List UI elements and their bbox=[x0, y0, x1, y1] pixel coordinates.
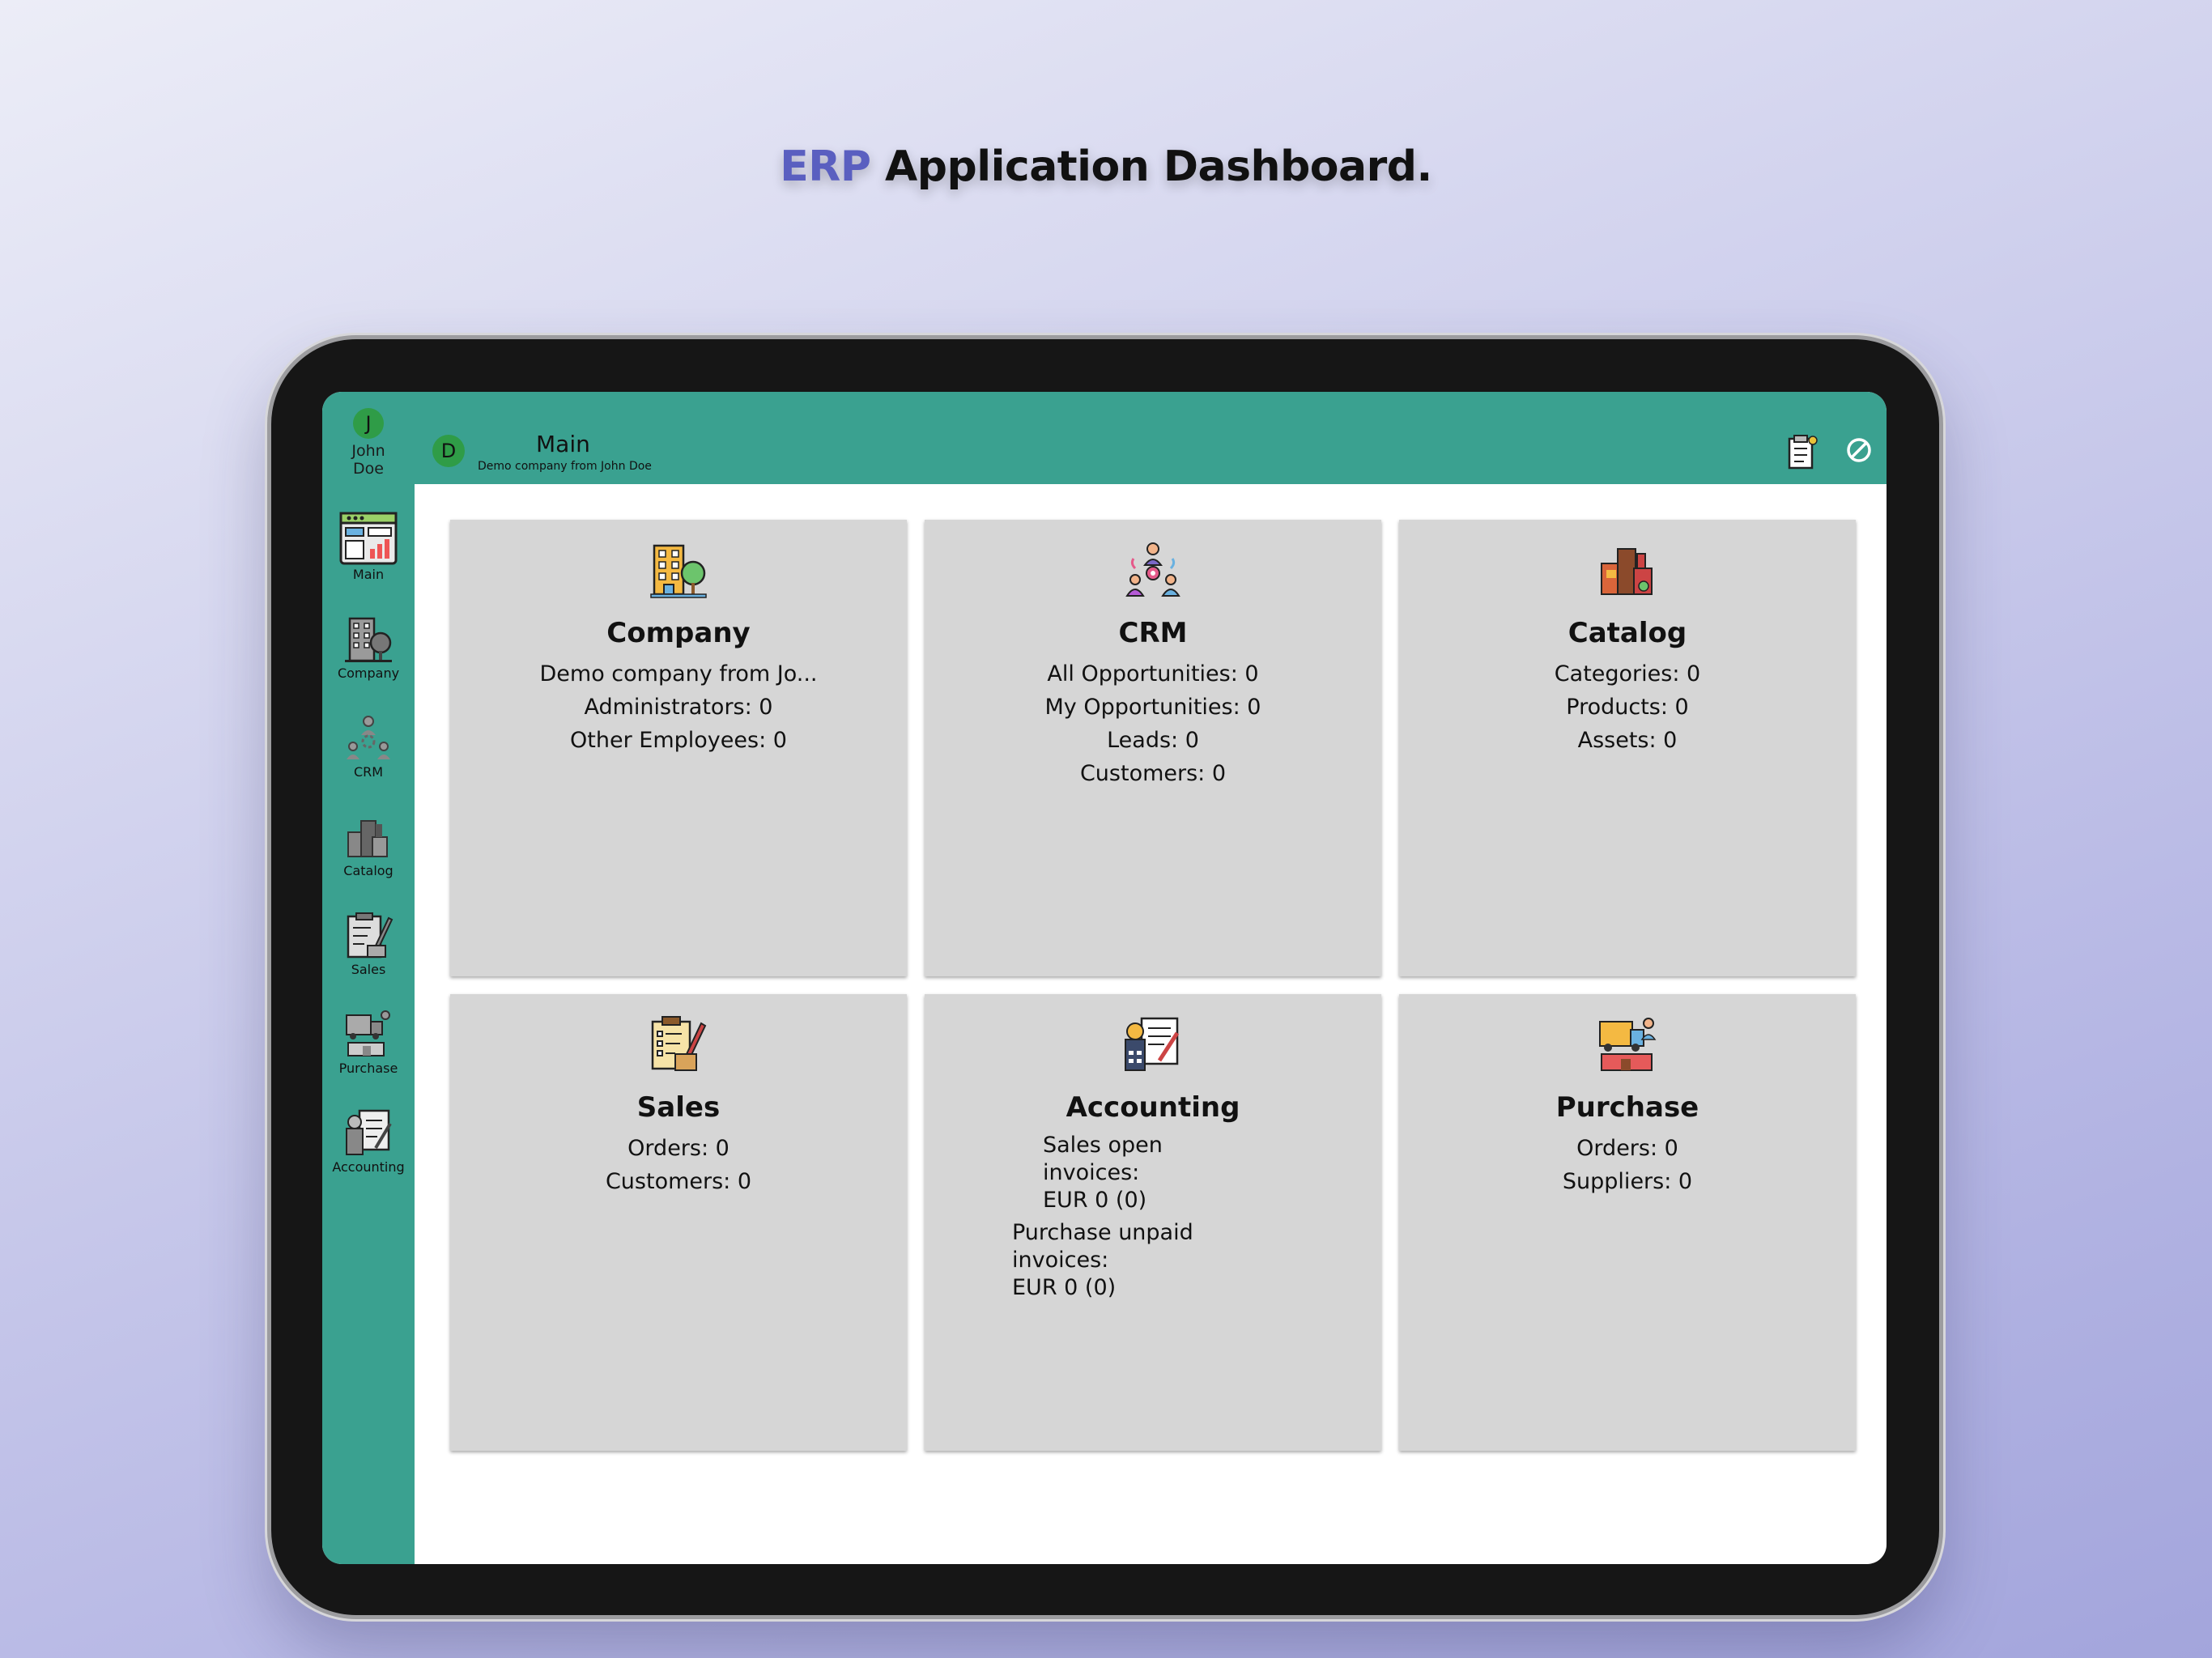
sidebar-item-label: CRM bbox=[353, 764, 384, 780]
card-sales[interactable]: Sales Orders: 0 Customers: 0 bbox=[450, 994, 907, 1451]
company-building-icon bbox=[345, 617, 392, 662]
app-screen: J John Doe Main bbox=[322, 392, 1887, 1564]
suppliers-count: Suppliers: 0 bbox=[1562, 1169, 1693, 1194]
card-company[interactable]: Company Demo company from Jo... Administ… bbox=[450, 520, 907, 976]
card-content: Orders: 0 Customers: 0 bbox=[450, 1132, 907, 1198]
assets-count: Assets: 0 bbox=[1577, 728, 1678, 753]
card-title: CRM bbox=[1118, 617, 1188, 649]
page-title: Main bbox=[536, 431, 590, 457]
sidebar-item-label: Catalog bbox=[343, 863, 393, 878]
sales-invoices: Sales open invoices: EUR 0 (0) bbox=[1043, 1132, 1263, 1214]
sidebar-item-label: Accounting bbox=[332, 1159, 405, 1175]
sidebar-item-label: Company bbox=[337, 665, 400, 681]
catalog-products-icon bbox=[347, 820, 388, 857]
catalog-products-icon bbox=[1601, 548, 1653, 595]
company-avatar[interactable]: D bbox=[432, 435, 465, 467]
card-accounting[interactable]: Accounting Sales open invoices: EUR 0 (0… bbox=[925, 994, 1381, 1451]
card-title: Catalog bbox=[1568, 617, 1687, 649]
company-building-icon bbox=[650, 544, 707, 598]
products-count: Products: 0 bbox=[1566, 695, 1689, 720]
sidebar-item-catalog[interactable]: Catalog bbox=[322, 813, 415, 878]
page-subtitle: Demo company from John Doe bbox=[478, 460, 652, 473]
card-content: Demo company from Jo... Administrators: … bbox=[450, 657, 907, 757]
card-title: Accounting bbox=[1066, 1091, 1240, 1124]
accounting-calculator-icon bbox=[346, 1109, 392, 1155]
headline-text: Application Dashboard. bbox=[870, 142, 1432, 191]
sidebar-item-label: Main bbox=[352, 567, 385, 582]
user-avatar[interactable]: J bbox=[353, 408, 384, 439]
crm-team-icon bbox=[1125, 542, 1180, 597]
sidebar: J John Doe Main bbox=[322, 392, 415, 1564]
card-title: Company bbox=[606, 617, 751, 649]
top-bar: D Main Demo company from John Doe bbox=[415, 392, 1887, 484]
purchase-invoices-value: EUR 0 (0) bbox=[1012, 1275, 1117, 1300]
crm-team-icon bbox=[347, 716, 390, 759]
purchase-invoices: Purchase unpaid invoices: EUR 0 (0) bbox=[1012, 1219, 1294, 1302]
card-purchase[interactable]: Purchase Orders: 0 Suppliers: 0 bbox=[1399, 994, 1856, 1451]
card-content: Orders: 0 Suppliers: 0 bbox=[1399, 1132, 1856, 1198]
sidebar-item-crm[interactable]: CRM bbox=[322, 714, 415, 780]
sidebar-item-company[interactable]: Company bbox=[322, 615, 415, 681]
notes-icon[interactable] bbox=[1786, 434, 1819, 470]
purchase-invoices-label: Purchase unpaid invoices: bbox=[1012, 1220, 1193, 1273]
user-name: John Doe bbox=[351, 442, 385, 478]
sales-invoices-label: Sales open invoices: bbox=[1043, 1133, 1163, 1185]
orders-count: Orders: 0 bbox=[627, 1136, 730, 1161]
sidebar-item-label: Purchase bbox=[338, 1061, 398, 1076]
all-opportunities: All Opportunities: 0 bbox=[1047, 661, 1259, 687]
customers-count: Customers: 0 bbox=[605, 1169, 752, 1194]
sidebar-item-sales[interactable]: Sales bbox=[322, 910, 415, 977]
categories-count: Categories: 0 bbox=[1554, 661, 1701, 687]
leads-count: Leads: 0 bbox=[1107, 728, 1199, 753]
sidebar-item-main[interactable]: Main bbox=[322, 512, 415, 582]
administrators-count: Administrators: 0 bbox=[584, 695, 773, 720]
headline-accent: ERP bbox=[780, 142, 871, 191]
company-name: Demo company from Jo... bbox=[539, 661, 818, 687]
card-title: Sales bbox=[636, 1091, 721, 1124]
block-icon[interactable] bbox=[1844, 434, 1874, 466]
my-opportunities: My Opportunities: 0 bbox=[1044, 695, 1261, 720]
headline: ERP Application Dashboard. bbox=[0, 142, 2212, 191]
employees-count: Other Employees: 0 bbox=[570, 728, 787, 753]
customers-count: Customers: 0 bbox=[1079, 761, 1227, 786]
card-content: Categories: 0 Products: 0 Assets: 0 bbox=[1399, 657, 1856, 757]
sales-clipboard-icon bbox=[651, 1016, 707, 1071]
card-content: Sales open invoices: EUR 0 (0) Purchase … bbox=[925, 1132, 1381, 1307]
sidebar-item-purchase[interactable]: Purchase bbox=[322, 1009, 415, 1076]
card-content: All Opportunities: 0 My Opportunities: 0… bbox=[925, 657, 1381, 790]
card-catalog[interactable]: Catalog Categories: 0 Products: 0 Assets… bbox=[1399, 520, 1856, 976]
sidebar-item-label: Sales bbox=[351, 962, 386, 977]
sales-clipboard-icon bbox=[347, 912, 393, 959]
dashboard-icon bbox=[339, 512, 398, 565]
purchase-truck-icon bbox=[1599, 1018, 1657, 1071]
sidebar-item-accounting[interactable]: Accounting bbox=[322, 1107, 415, 1175]
purchase-truck-icon bbox=[346, 1010, 390, 1056]
card-title: Purchase bbox=[1555, 1091, 1699, 1124]
orders-count: Orders: 0 bbox=[1576, 1136, 1678, 1161]
sales-invoices-value: EUR 0 (0) bbox=[1043, 1188, 1147, 1213]
user-profile[interactable]: J John Doe bbox=[322, 408, 415, 478]
accounting-calculator-icon bbox=[1125, 1017, 1180, 1071]
card-crm[interactable]: CRM All Opportunities: 0 My Opportunitie… bbox=[925, 520, 1381, 976]
